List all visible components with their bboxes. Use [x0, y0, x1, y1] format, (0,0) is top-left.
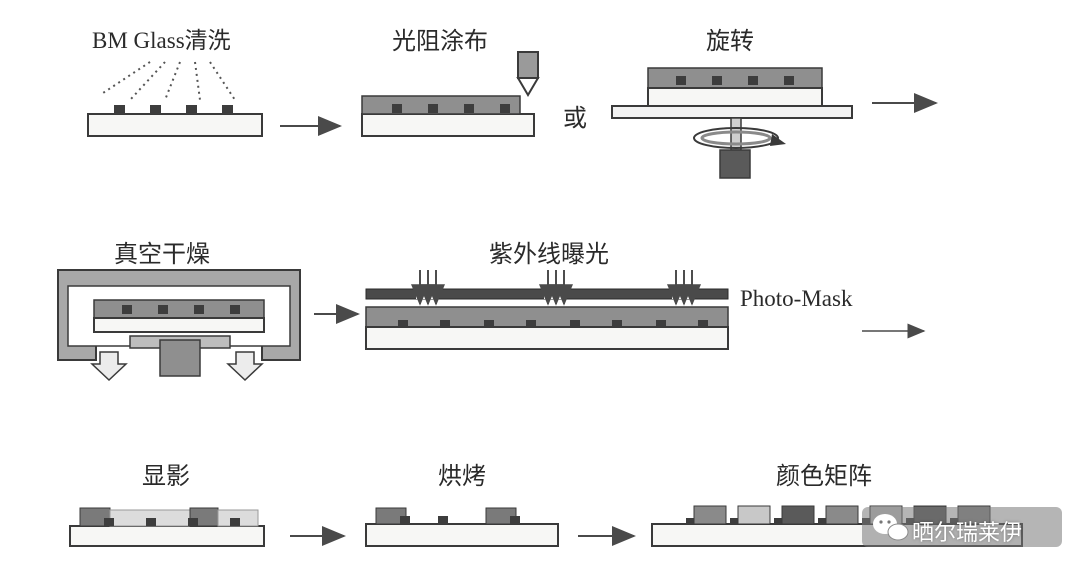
rotation-arrow-icon	[693, 127, 786, 149]
glass-substrate	[647, 87, 823, 107]
uv-light-arrows	[411, 270, 701, 306]
photoresist-layer	[365, 306, 729, 328]
color-pixel	[693, 505, 727, 525]
coating-nozzle-icon	[516, 51, 540, 97]
color-pixel	[781, 505, 815, 525]
exhaust-arrow-icon	[226, 351, 264, 382]
step-label-spin: 旋转	[706, 27, 754, 55]
photoresist-layer	[361, 95, 521, 115]
glass-substrate	[365, 326, 729, 350]
vacuum-pump	[159, 339, 201, 377]
bm-block	[114, 105, 125, 114]
step-label-clean: BM Glass清洗	[92, 28, 231, 53]
spin-step-graphic	[611, 67, 853, 179]
step-label-develop: 显影	[142, 462, 190, 490]
photoresist-layer	[647, 67, 823, 89]
develop-step-graphic	[69, 507, 265, 547]
step-label-expose: 紫外线曝光	[489, 240, 609, 268]
bake-step-graphic	[365, 507, 559, 547]
glass-substrate	[365, 523, 559, 547]
expose-step-graphic	[365, 270, 729, 350]
color-pixel	[825, 505, 859, 525]
dry-step-graphic	[57, 269, 301, 382]
photomask-label: Photo-Mask	[740, 286, 853, 311]
spin-motor	[719, 149, 751, 179]
step-label-dry: 真空干燥	[114, 240, 210, 268]
glass-substrate	[93, 317, 265, 333]
clean-step-graphic	[87, 61, 263, 137]
step-label-bake: 烘烤	[438, 462, 486, 490]
or-label: 或	[563, 104, 587, 132]
step-label-coat: 光阻涂布	[392, 27, 488, 55]
bm-block	[150, 105, 161, 114]
bm-block	[222, 105, 233, 114]
exhaust-arrow-icon	[90, 351, 128, 382]
glass-substrate	[69, 525, 265, 547]
coat-step-graphic	[361, 51, 540, 137]
spray-lines	[99, 61, 236, 101]
watermark-badge	[862, 507, 1062, 547]
watermark-text: 晒尔瑞莱伊	[912, 521, 1023, 546]
color-pixel	[737, 505, 771, 525]
glass-substrate	[87, 113, 263, 137]
step-label-result: 颜色矩阵	[776, 462, 872, 490]
wechat-icon	[873, 514, 909, 541]
bm-block	[186, 105, 197, 114]
glass-substrate	[361, 113, 535, 137]
spin-chuck	[611, 105, 853, 119]
